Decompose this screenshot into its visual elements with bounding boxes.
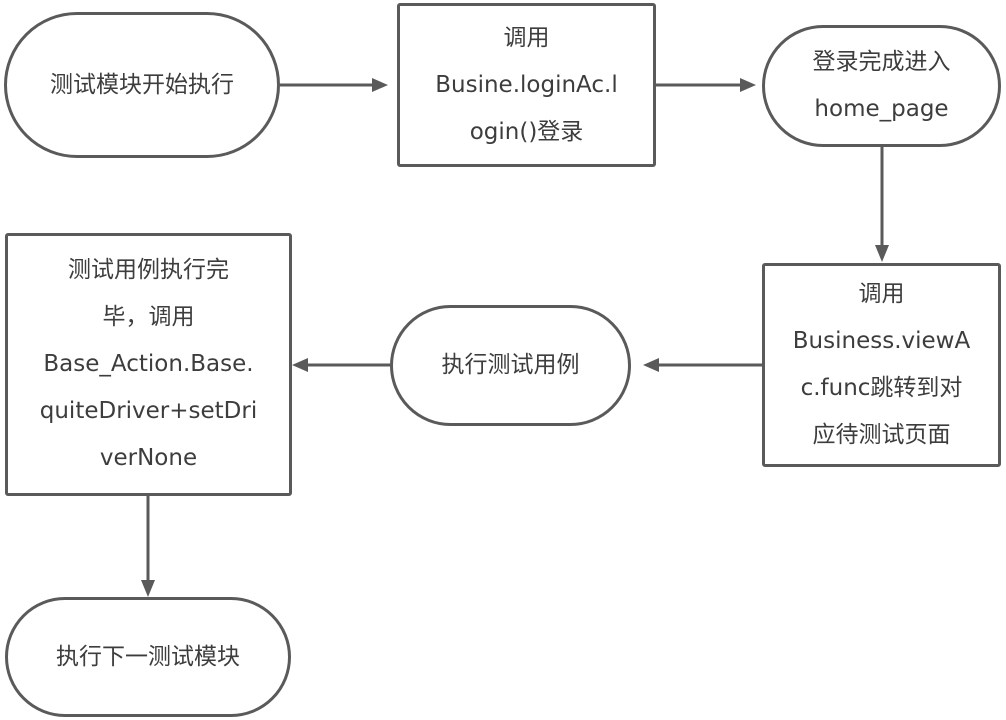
node-test-case-done-quit-driver: 测试用例执行完 毕，调用 Base_Action.Base. quiteDriv… <box>5 233 292 496</box>
node-call-view-func: 调用 Business.viewA c.func跳转到对 应待测试页面 <box>762 263 1001 467</box>
edge-n3-n4-head <box>875 245 889 262</box>
edge-n5-n6-head <box>292 358 308 372</box>
edge-n6-n7-head <box>141 580 155 597</box>
edge-n2-n3-head <box>740 78 756 92</box>
node-next-test-module: 执行下一测试模块 <box>5 597 291 717</box>
node-label: 应待测试页面 <box>812 422 951 448</box>
node-label: Busine.loginAc.l <box>435 71 618 98</box>
node-label: 执行下一测试模块 <box>56 643 240 670</box>
node-start-test-module: 测试模块开始执行 <box>4 12 280 158</box>
node-label: 毕，调用 <box>102 304 195 330</box>
node-label: quiteDriver+setDri <box>39 398 258 424</box>
node-label: 登录完成进入 <box>812 49 951 75</box>
node-label: 调用 <box>503 24 550 51</box>
node-label: Base_Action.Base. <box>43 351 254 377</box>
edge-n1-n2-head <box>372 78 388 92</box>
node-label: Business.viewA <box>792 328 971 354</box>
node-label: 测试模块开始执行 <box>50 71 234 98</box>
node-label: 执行测试用例 <box>441 352 580 378</box>
node-run-test-case: 执行测试用例 <box>390 305 631 426</box>
node-label: 测试用例执行完 <box>68 257 229 283</box>
node-label: c.func跳转到对 <box>800 375 963 401</box>
node-call-login: 调用 Busine.loginAc.l ogin()登录 <box>397 3 656 167</box>
node-label: 调用 <box>858 281 905 307</box>
edge-n4-n5-head <box>643 358 659 372</box>
node-label: home_page <box>814 96 949 122</box>
node-label: ogin()登录 <box>469 118 584 145</box>
node-label: verNone <box>99 445 198 471</box>
node-login-done-home-page: 登录完成进入 home_page <box>762 25 1001 147</box>
